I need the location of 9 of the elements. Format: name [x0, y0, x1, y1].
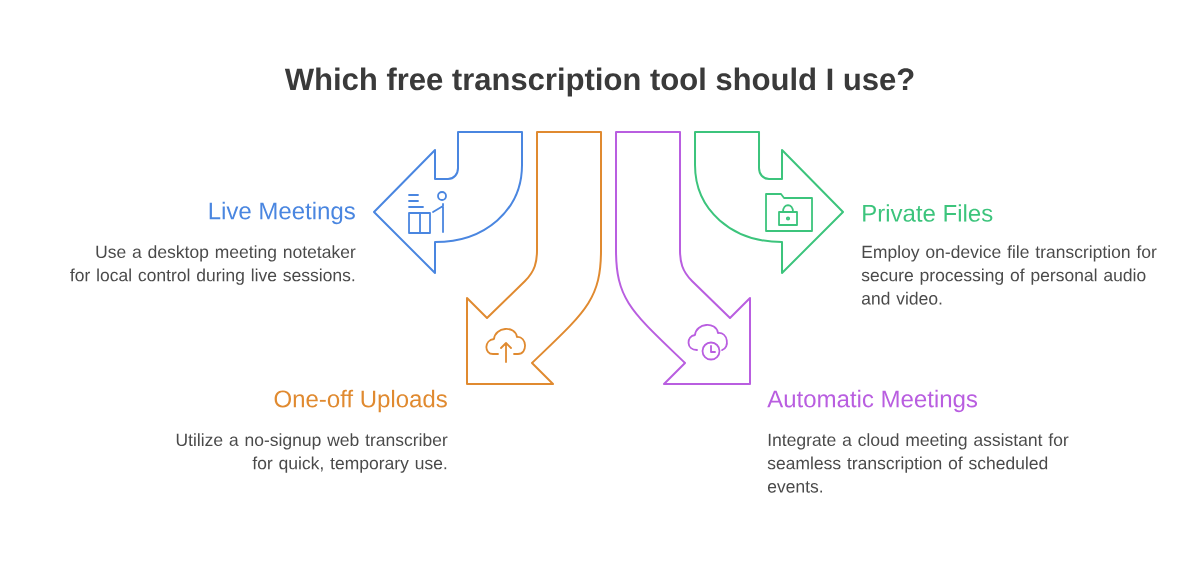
heading: Live Meetings	[209, 201, 355, 225]
description: Use a desktop meeting notetaker for local control during live sessions.	[70, 245, 356, 285]
description: Employ on-device file transcription for secure processing of personal audio and video.	[861, 245, 1157, 305]
title: Which free transcription tool should I use?	[284, 67, 914, 97]
heading: Automatic Meetings	[767, 389, 978, 413]
heading: Private Files	[863, 204, 993, 222]
description: Integrate a cloud meeting assistant for seamless transcription of scheduled events.	[767, 433, 1069, 493]
description: Utilize a no-signup web transcriber for quick, temporary use.	[176, 433, 448, 473]
heading: One-off Uploads	[274, 389, 447, 413]
